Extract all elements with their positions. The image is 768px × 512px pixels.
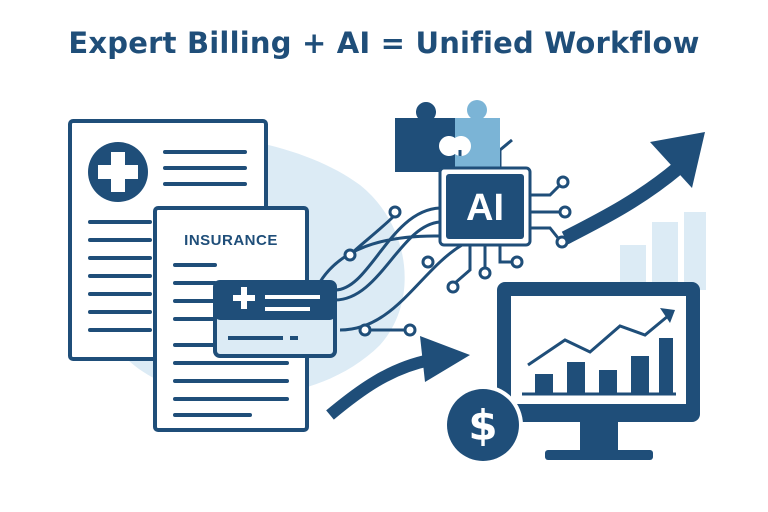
ai-chip-label: AI [466, 187, 504, 229]
monitor-chart [522, 308, 676, 396]
background-bars [620, 212, 706, 290]
trend-arrow-icon [561, 132, 705, 245]
puzzle-piece-icon [395, 100, 500, 172]
dollar-coin-icon: $ [443, 385, 523, 465]
flow-arrow-icon [326, 336, 470, 420]
credit-card-icon [213, 280, 337, 358]
circuit-nodes [343, 175, 572, 337]
monitor-icon [497, 282, 700, 460]
insurance-label: INSURANCE [184, 232, 278, 249]
currency-symbol: $ [468, 401, 497, 450]
ai-chip-icon: AI [438, 166, 532, 247]
page-title: Expert Billing + AI = Unified Workflow [68, 26, 700, 60]
medical-cross-icon [88, 142, 148, 202]
